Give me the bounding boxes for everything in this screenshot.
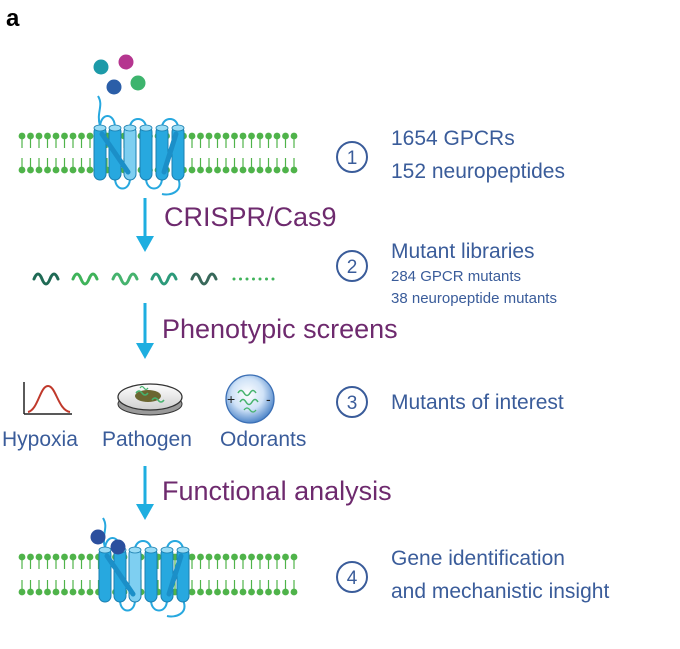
arrow-crispr-icon bbox=[136, 198, 154, 252]
ligands-bottom-icon bbox=[90, 529, 126, 555]
step-1-number: 1 bbox=[347, 148, 358, 169]
step-2-sub-1: 284 GPCR mutants bbox=[391, 268, 521, 285]
step-1-line-2: 152 neuropeptides bbox=[391, 160, 565, 183]
step-4-line-1: Gene identification bbox=[391, 547, 565, 570]
panel-label: a bbox=[6, 5, 20, 32]
gpcr-receptor-top-icon bbox=[93, 95, 185, 196]
step-1-marker: 1 bbox=[336, 141, 368, 173]
step-4-line-2: and mechanistic insight bbox=[391, 580, 609, 603]
step-2-marker: 2 bbox=[336, 250, 368, 282]
screen-label-pathogen: Pathogen bbox=[102, 428, 192, 451]
step-3-title: Mutants of interest bbox=[391, 391, 564, 414]
step-1-line-1: 1654 GPCRs bbox=[391, 127, 515, 150]
screen-label-odorants: Odorants bbox=[220, 428, 306, 451]
arrow-phenotypic-icon bbox=[136, 303, 154, 359]
pathogen-plate-icon bbox=[117, 383, 183, 416]
cell-membrane-bottom bbox=[18, 553, 298, 596]
step-4-number: 4 bbox=[347, 568, 358, 589]
odorant-plus-sign: + bbox=[227, 391, 235, 407]
step-3-number: 3 bbox=[347, 393, 358, 414]
odorant-minus-sign: - bbox=[266, 391, 271, 407]
step-2-title: Mutant libraries bbox=[391, 240, 535, 263]
transition-functional-analysis: Functional analysis bbox=[162, 476, 392, 506]
mutant-worms-icon bbox=[32, 272, 275, 286]
step-2-number: 2 bbox=[347, 257, 358, 278]
gpcr-receptor-bottom-icon bbox=[98, 517, 190, 618]
step-2-sub-2: 38 neuropeptide mutants bbox=[391, 290, 557, 307]
ligands-top-icon bbox=[93, 54, 146, 95]
screen-label-hypoxia: Hypoxia bbox=[2, 428, 78, 451]
transition-crispr: CRISPR/Cas9 bbox=[164, 202, 337, 232]
arrow-functional-icon bbox=[136, 466, 154, 520]
odorant-plate-icon: + - bbox=[225, 374, 275, 424]
hypoxia-icon bbox=[23, 382, 72, 415]
transition-phenotypic-screens: Phenotypic screens bbox=[162, 314, 398, 344]
step-4-marker: 4 bbox=[336, 561, 368, 593]
step-3-marker: 3 bbox=[336, 386, 368, 418]
